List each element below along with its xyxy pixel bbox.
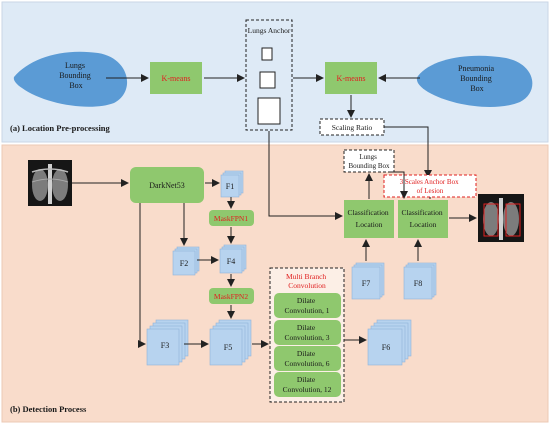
pneumonia-bounding-box-shape xyxy=(416,55,533,107)
f2-feature-map xyxy=(172,246,200,276)
dilate-block-12-label: Dilate Convolution, 12 xyxy=(283,375,332,394)
f4-label: F4 xyxy=(227,257,235,266)
dilate-block-6-label: Dilate Convolution, 6 xyxy=(284,349,329,368)
lungs-bbox-box xyxy=(343,149,395,173)
f8-feature-map xyxy=(403,262,437,300)
dilate-block-1-label: Dilate Convolution, 1 xyxy=(284,296,329,315)
kmeans-left-box xyxy=(150,62,202,94)
dilate-block-1 xyxy=(274,293,341,318)
head-right-box xyxy=(398,200,448,238)
darknet-label: DarkNet53 xyxy=(149,181,185,190)
output-xray-image xyxy=(478,194,524,242)
dilate-block-3-label: Dilate Convolution, 3 xyxy=(284,323,329,342)
f7-feature-map xyxy=(351,262,385,300)
anchor-large xyxy=(257,97,281,125)
f1-feature-map xyxy=(220,170,244,198)
f7-label: F7 xyxy=(362,279,370,288)
scaling-ratio-label: Scaling Ratio xyxy=(332,123,373,132)
f5-feature-map xyxy=(209,319,252,366)
maskfpn2-label: MaskFPN2 xyxy=(214,292,248,301)
lungs-bounding-box-shape xyxy=(13,51,128,107)
lungs-anchor-box xyxy=(245,19,293,131)
dilate-block-6 xyxy=(274,346,341,371)
f2-label: F2 xyxy=(180,259,188,268)
head-right-label: Classification Location xyxy=(401,208,444,229)
kmeans-right-box xyxy=(325,62,377,94)
kmeans-left-label: K-means xyxy=(162,74,191,83)
location-panel-title: (a) Location Pre-processing xyxy=(10,123,111,133)
f6-label: F6 xyxy=(382,343,390,352)
detection-panel-title: (b) Detection Process xyxy=(10,404,87,414)
input-xray-image xyxy=(28,160,72,206)
pneumonia-bounding-box-label: Pneumonia Bounding Box xyxy=(458,64,496,93)
f3-label: F3 xyxy=(161,341,169,350)
kmeans-right-label: K-means xyxy=(337,74,366,83)
multibranch-title: Multi Branch Convolution xyxy=(286,272,328,290)
f8-label: F8 xyxy=(414,279,422,288)
maskfpn1-box xyxy=(209,210,254,226)
lungs-bbox-label: Lungs Bounding Box xyxy=(348,153,390,170)
lungs-bounding-box-label: Lungs Bounding Box xyxy=(59,61,93,90)
head-left-label: Classification Location xyxy=(347,208,390,229)
detection-arrows xyxy=(72,171,477,348)
dilate-blocks xyxy=(274,293,341,397)
f4-feature-map xyxy=(219,244,247,274)
f6-feature-map xyxy=(367,319,412,366)
darknet-box xyxy=(130,167,204,203)
maskfpn2-box xyxy=(209,288,254,304)
f5-label: F5 xyxy=(224,343,232,352)
dilate-block-3 xyxy=(274,320,341,345)
location-arrows xyxy=(106,74,432,220)
anchor-small xyxy=(261,47,273,61)
f1-label: F1 xyxy=(226,182,234,191)
dilate-block-12 xyxy=(274,372,341,397)
maskfpn1-label: MaskFPN1 xyxy=(214,214,248,223)
lungs-anchor-title: Lungs Anchor xyxy=(248,26,291,35)
head-left-box xyxy=(344,200,394,238)
f3-feature-map xyxy=(146,319,189,366)
anchor-medium xyxy=(259,71,276,89)
anchor-lesion-label: 3 Scales Anchor Box of Lesion xyxy=(400,178,461,195)
